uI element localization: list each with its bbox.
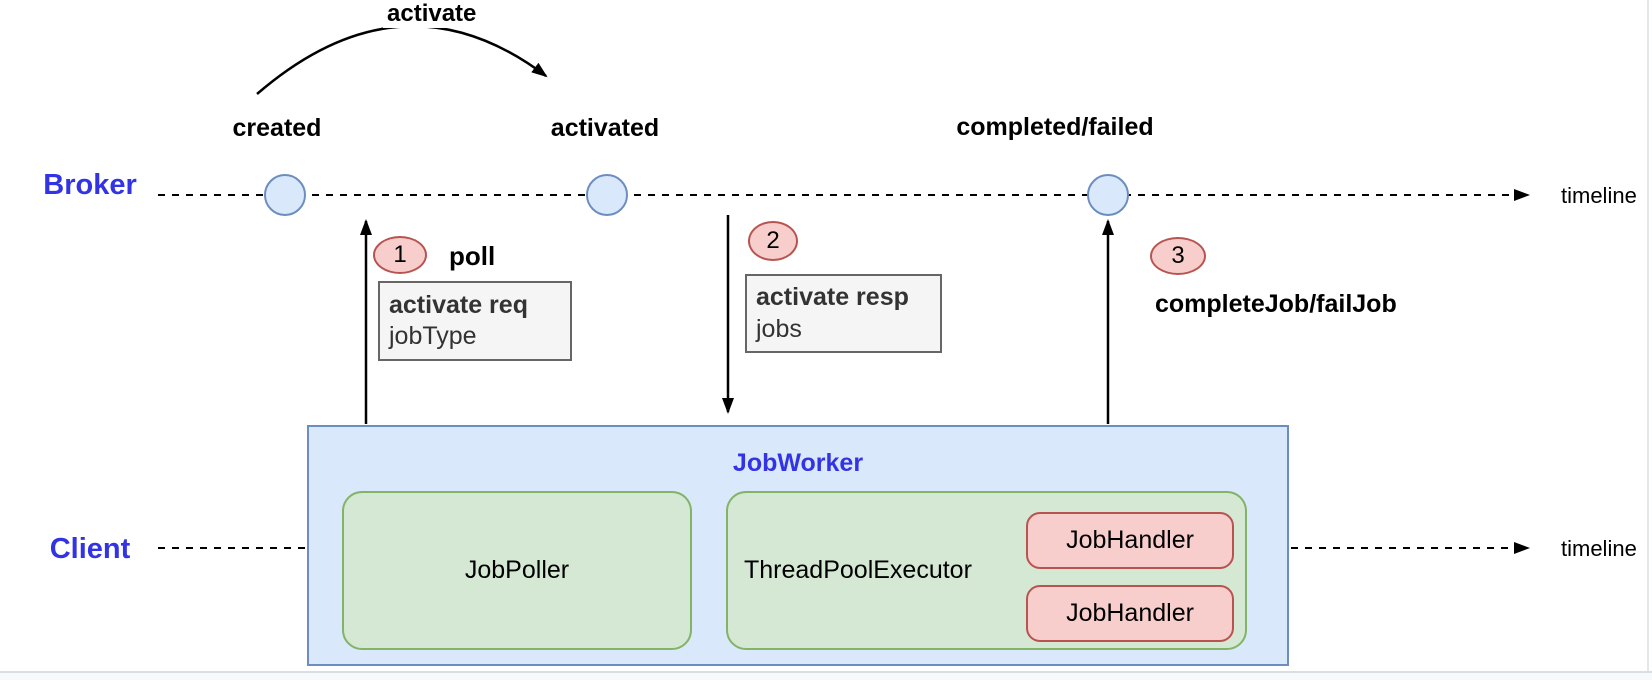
job-handler-node-2: JobHandler xyxy=(1026,585,1234,642)
state-node-activated xyxy=(586,174,628,216)
activate-arc-label: activate xyxy=(383,0,481,28)
job-poller-node: JobPoller xyxy=(342,491,692,650)
state-label-activated: activated xyxy=(550,114,660,142)
client-timeline-caption: timeline xyxy=(1561,536,1637,561)
activate-req-title: activate req xyxy=(389,290,528,319)
complete-job-fail-job-label: completeJob/failJob xyxy=(1155,290,1397,318)
job-worker-title: JobWorker xyxy=(732,449,864,477)
step-badge-1: 1 xyxy=(373,236,427,274)
activate-req-param: jobType xyxy=(389,322,477,350)
thread-pool-executor-label: ThreadPoolExecutor xyxy=(744,556,972,584)
page-edge-bottom xyxy=(0,671,1652,673)
state-label-created: created xyxy=(232,114,322,142)
page-outside-area xyxy=(0,673,1652,680)
poll-label: poll xyxy=(449,241,496,271)
lane-label-broker: Broker xyxy=(43,169,137,201)
broker-timeline-caption: timeline xyxy=(1561,183,1637,208)
step-badge-3: 3 xyxy=(1150,237,1206,275)
page-edge-right xyxy=(1647,0,1649,673)
job-handler-node-1: JobHandler xyxy=(1026,512,1234,569)
thread-pool-executor-node: ThreadPoolExecutor JobHandler JobHandler xyxy=(726,491,1247,650)
state-node-completed xyxy=(1087,174,1129,216)
state-label-completed-failed: completed/failed xyxy=(956,113,1154,141)
lane-label-client: Client xyxy=(49,533,131,565)
activate-resp-param: jobs xyxy=(756,314,802,343)
job-worker-box: JobWorker JobPoller ThreadPoolExecutor J… xyxy=(307,425,1289,666)
activate-arc-arrow xyxy=(256,24,548,95)
state-node-created xyxy=(264,174,306,216)
activate-req-message-box: activate req jobType xyxy=(378,281,572,361)
step-badge-2: 2 xyxy=(748,221,798,261)
activate-resp-message-box: activate resp jobs xyxy=(745,274,942,353)
activate-resp-title: activate resp xyxy=(756,283,909,312)
